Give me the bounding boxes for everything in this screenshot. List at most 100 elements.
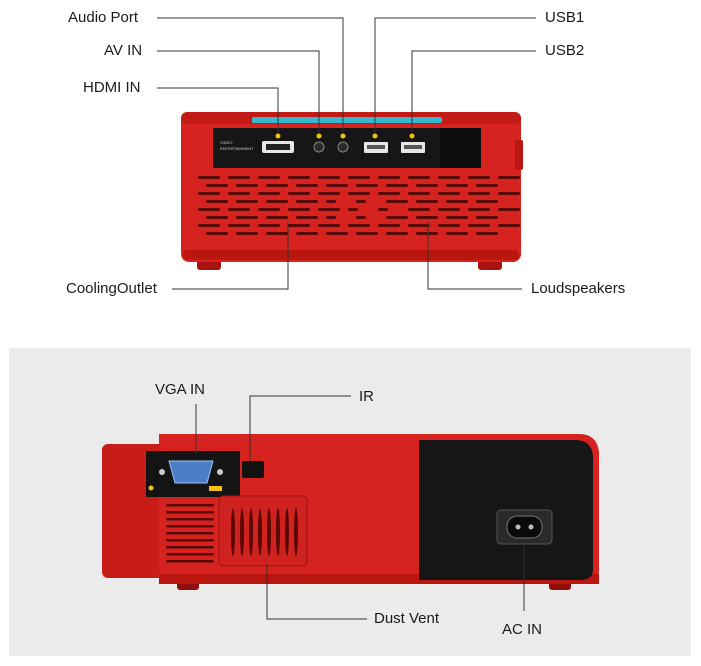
vent-slit bbox=[236, 200, 258, 203]
vent-slit bbox=[288, 224, 310, 227]
vent-slit bbox=[476, 200, 498, 203]
vent-slit bbox=[378, 176, 400, 179]
vent-slit bbox=[348, 208, 358, 211]
label-hdmi-in: HDMI IN bbox=[83, 79, 141, 96]
vent-slit bbox=[498, 224, 520, 227]
vent-slit bbox=[386, 232, 408, 235]
left-vent-slit bbox=[166, 504, 214, 507]
usb2-port-slot bbox=[404, 145, 422, 149]
av-indicator-dot bbox=[316, 133, 322, 139]
audio-jack bbox=[337, 141, 349, 153]
vent-slit bbox=[236, 216, 258, 219]
leader-lines-bottom bbox=[195, 395, 525, 620]
vent-slit bbox=[318, 192, 340, 195]
vent-slit bbox=[468, 224, 490, 227]
vent-slit bbox=[288, 176, 310, 179]
vent-slit bbox=[468, 176, 490, 179]
vent-slit bbox=[386, 200, 408, 203]
dust-vent-slit bbox=[240, 508, 244, 556]
vent-slit bbox=[438, 176, 460, 179]
label-usb2: USB2 bbox=[545, 42, 585, 59]
vent-slit bbox=[378, 192, 400, 195]
vent-slit bbox=[408, 208, 430, 211]
vent-slit bbox=[326, 200, 336, 203]
vent-slit bbox=[416, 216, 438, 219]
left-vent-slit bbox=[166, 511, 214, 514]
vent-slit bbox=[198, 208, 220, 211]
vent-slit bbox=[416, 184, 438, 187]
vent-slit bbox=[318, 208, 340, 211]
cooling-vent-slits bbox=[198, 176, 520, 235]
vga-label-tag bbox=[209, 486, 222, 491]
projector-side-illustration bbox=[102, 395, 599, 620]
left-vent-slit bbox=[166, 518, 214, 521]
leader-cooling-outlet bbox=[172, 222, 289, 290]
dust-vent-slit bbox=[249, 508, 253, 556]
dust-vent-slit bbox=[258, 508, 262, 556]
left-vent-slit bbox=[166, 560, 214, 563]
vent-slit bbox=[356, 216, 366, 219]
leader-usb2 bbox=[411, 50, 536, 132]
label-loudspeakers: Loudspeakers bbox=[531, 280, 626, 297]
vent-slit bbox=[378, 224, 400, 227]
leader-hdmi-in bbox=[157, 87, 279, 132]
vga-port bbox=[168, 460, 214, 484]
vent-slit bbox=[206, 200, 228, 203]
leader-dust-vent bbox=[266, 564, 367, 620]
vent-slit bbox=[408, 224, 430, 227]
hdmi-port-slot bbox=[266, 144, 290, 150]
audio-indicator-dot bbox=[340, 133, 346, 139]
vent-slit bbox=[416, 232, 438, 235]
vent-slit bbox=[498, 192, 520, 195]
side-body-bottom-edge bbox=[159, 574, 599, 584]
top-view-panel: VIDEO ENTERTAINMENT Audio P bbox=[0, 0, 701, 330]
av-jack bbox=[313, 141, 325, 153]
leader-av-in bbox=[157, 50, 320, 132]
vent-slit bbox=[228, 224, 250, 227]
vent-slit bbox=[198, 176, 220, 179]
left-vent-slit bbox=[166, 546, 214, 549]
vent-slit bbox=[296, 216, 318, 219]
label-cooling-outlet: CoolingOutlet bbox=[66, 280, 157, 297]
vent-slit bbox=[258, 192, 280, 195]
vent-slit bbox=[228, 208, 250, 211]
vent-slit bbox=[236, 184, 258, 187]
vent-slit bbox=[258, 176, 280, 179]
vent-slit bbox=[438, 208, 460, 211]
vent-slit bbox=[296, 200, 318, 203]
vent-slit bbox=[266, 232, 288, 235]
vent-slit bbox=[288, 208, 310, 211]
top-indicator-strip bbox=[252, 117, 442, 123]
vent-slit bbox=[446, 200, 468, 203]
leader-usb1 bbox=[374, 17, 536, 132]
projector-back-illustration: VIDEO ENTERTAINMENT bbox=[157, 17, 536, 290]
vent-slit bbox=[318, 224, 340, 227]
vent-slit bbox=[476, 216, 498, 219]
vent-slit bbox=[356, 232, 378, 235]
vga-indicator-dot bbox=[148, 485, 154, 491]
vent-slit bbox=[206, 216, 228, 219]
vent-slit bbox=[296, 184, 318, 187]
label-usb1: USB1 bbox=[545, 9, 585, 26]
vent-slit bbox=[408, 192, 430, 195]
dust-vent-slit bbox=[231, 508, 235, 556]
usb1-port-slot bbox=[367, 145, 385, 149]
label-av-in: AV IN bbox=[104, 42, 143, 59]
vent-slit bbox=[206, 184, 228, 187]
vent-slit bbox=[266, 184, 288, 187]
left-vent-slits bbox=[166, 504, 214, 563]
ac-pin-right bbox=[528, 524, 534, 530]
label-ir: IR bbox=[359, 388, 374, 405]
label-audio-port: Audio Port bbox=[68, 9, 139, 26]
vent-slit bbox=[498, 176, 520, 179]
vent-slit bbox=[326, 232, 348, 235]
vent-slit bbox=[378, 208, 388, 211]
dust-vent-slit bbox=[294, 508, 298, 556]
ac-socket-face bbox=[506, 515, 543, 539]
vent-slit bbox=[198, 192, 220, 195]
vent-slit bbox=[206, 232, 228, 235]
vent-slit bbox=[288, 192, 310, 195]
vent-slit bbox=[386, 184, 408, 187]
vent-slit bbox=[236, 232, 258, 235]
vent-slit bbox=[446, 216, 468, 219]
